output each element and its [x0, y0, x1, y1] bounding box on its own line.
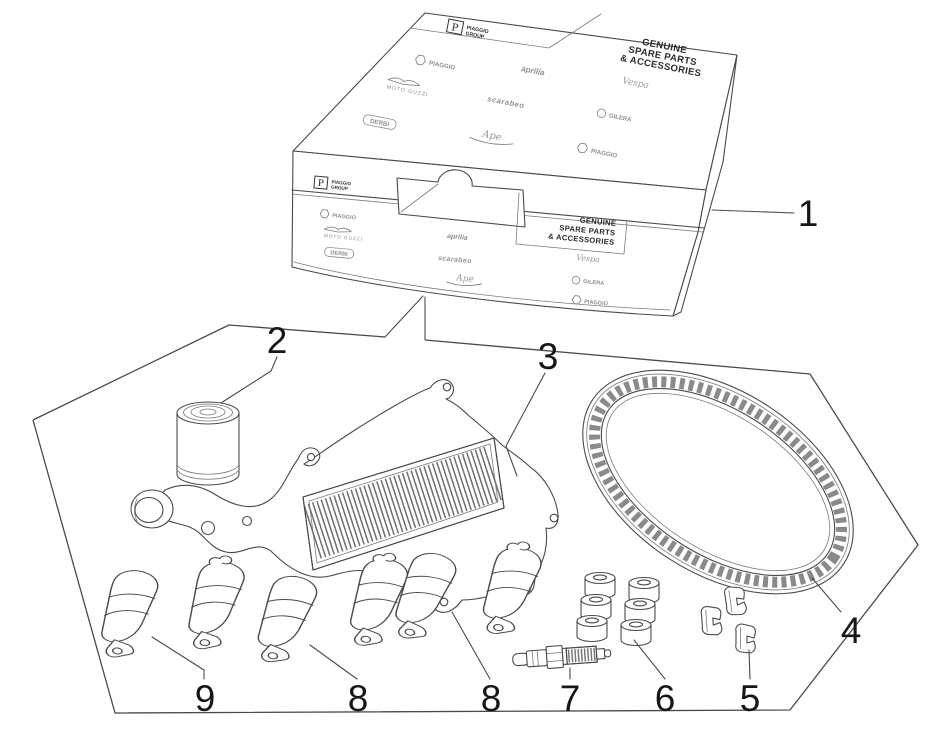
- ape-swash-icon: [469, 137, 514, 145]
- maker-name-line1: PIAGGIO: [331, 179, 351, 186]
- brand-vespa-front-label: Vespa: [576, 253, 601, 264]
- piaggio-hexagon-icon: [319, 209, 330, 219]
- brand-aprilia-front: aprilia: [447, 233, 468, 242]
- leader-9: [151, 636, 205, 680]
- box-front-maker-logo: P PIAGGIO GROUP: [313, 175, 352, 192]
- bolt-hole: [241, 515, 253, 527]
- callout-1: 1: [798, 193, 819, 234]
- brand-ape-top: Ape: [469, 129, 514, 145]
- callout-numbers: 1 2 3 4 5 6 7 8 8 9: [195, 193, 862, 719]
- air-filter-pleated-element: [302, 437, 505, 571]
- callout-3: 3: [538, 336, 559, 377]
- callout-7: 7: [560, 678, 581, 719]
- brand-derbi-top-label: DERBI: [369, 118, 390, 129]
- brand-scarabeo-front: scarabeo: [438, 255, 472, 265]
- brand-derbi-front: DERBI: [324, 246, 355, 259]
- gilera-circle-icon: [571, 275, 581, 285]
- ape-swash-icon: [446, 281, 483, 286]
- callout-8a: 8: [348, 678, 369, 719]
- box-lid-flap-fold: [400, 183, 439, 213]
- air-filter-assembly: [130, 379, 559, 613]
- brand-moto-guzzi-front-label: MOTO GUZZI: [324, 233, 363, 243]
- leader-8b: [451, 611, 491, 680]
- callout-4: 4: [841, 610, 862, 651]
- brand-gilera-top: GILERA: [596, 108, 632, 124]
- leader-3: [505, 372, 546, 477]
- brand-aprilia-front-label: aprilia: [447, 233, 468, 242]
- maker-initial: P: [450, 22, 459, 34]
- callout-8b: 8: [481, 678, 502, 719]
- box-top-maker-logo: P PIAGGIO GROUP: [445, 18, 489, 41]
- box-bottom-inner-line: [293, 261, 671, 311]
- moto-guzzi-eagle-icon: [387, 77, 420, 86]
- brand-gilera-front: GILERA: [571, 275, 605, 287]
- brand-derbi-top: DERBI: [362, 114, 397, 130]
- maker-initial: P: [317, 179, 324, 190]
- brand-piaggio-front-label: PIAGGIO: [332, 213, 357, 221]
- brand-piaggio2-top: PIAGGIO: [577, 142, 618, 160]
- leader-5: [748, 649, 751, 680]
- callout-2: 2: [267, 320, 288, 361]
- callout-5: 5: [740, 678, 761, 719]
- explosion-funnel-lines: [384, 295, 426, 341]
- brand-gilera-top-label: GILERA: [608, 113, 632, 123]
- box-lid-flap: [396, 169, 526, 228]
- gilera-circle-icon: [596, 108, 607, 118]
- bolt-hole: [306, 452, 316, 462]
- leader-4: [811, 577, 842, 613]
- brand-ape-top-label: Ape: [480, 129, 502, 144]
- drive-belt: [582, 369, 854, 595]
- callout-9: 9: [195, 678, 216, 719]
- brand-piaggio2-front: PIAGGIO: [571, 295, 609, 307]
- spark-plug: [512, 645, 612, 670]
- brand-ape-front: Ape: [446, 273, 483, 286]
- leader-1: [711, 209, 795, 214]
- box-front-label-frame: [515, 192, 628, 255]
- leader-2: [220, 356, 278, 404]
- brand-ape-front-label: Ape: [455, 273, 474, 285]
- brand-scarabeo-front-label: scarabeo: [438, 255, 472, 265]
- maker-name-line2: GROUP: [331, 185, 348, 192]
- roller: [620, 618, 652, 647]
- leader-8a: [309, 644, 358, 680]
- box-top-fold-line: [409, 13, 602, 49]
- brand-piaggio-front: PIAGGIO: [319, 209, 357, 221]
- bolt-hole: [442, 382, 452, 392]
- box-front-face: [291, 150, 707, 317]
- brand-derbi-front-label: DERBI: [330, 250, 348, 258]
- oil-filter: [176, 401, 240, 486]
- brand-moto-guzzi-front: MOTO GUZZI: [324, 226, 363, 243]
- brand-vespa-front: Vespa: [576, 253, 601, 264]
- spare-parts-box: P PIAGGIO GROUP GENUINE SPARE PARTS & AC…: [291, 12, 738, 317]
- leader-lines: [151, 209, 842, 680]
- tagline-line1: GENUINE: [579, 216, 616, 228]
- leader-6: [633, 639, 666, 680]
- derbi-frame-icon: [324, 246, 355, 259]
- brand-gilera-front-label: GILERA: [583, 279, 605, 287]
- moto-guzzi-eagle-icon: [324, 226, 352, 233]
- derbi-frame-icon: [362, 114, 397, 130]
- piaggio-hexagon-icon: [577, 142, 588, 154]
- brand-piaggio2-top-label: PIAGGIO: [590, 148, 618, 160]
- bolt-hole: [549, 513, 559, 523]
- piaggio-hexagon-icon: [571, 295, 582, 305]
- brand-piaggio-top: PIAGGIO: [415, 54, 456, 72]
- brand-piaggio2-front-label: PIAGGIO: [584, 299, 609, 307]
- callout-6: 6: [655, 678, 676, 719]
- maker-name-line1: PIAGGIO: [466, 25, 489, 35]
- belt-teeth-ring: [589, 376, 847, 588]
- piaggio-hexagon-icon: [415, 54, 426, 66]
- brand-piaggio-top-label: PIAGGIO: [428, 60, 456, 72]
- roller: [576, 614, 608, 643]
- maker-name-line2: GROUP: [465, 31, 485, 41]
- bolt-hole: [200, 520, 216, 536]
